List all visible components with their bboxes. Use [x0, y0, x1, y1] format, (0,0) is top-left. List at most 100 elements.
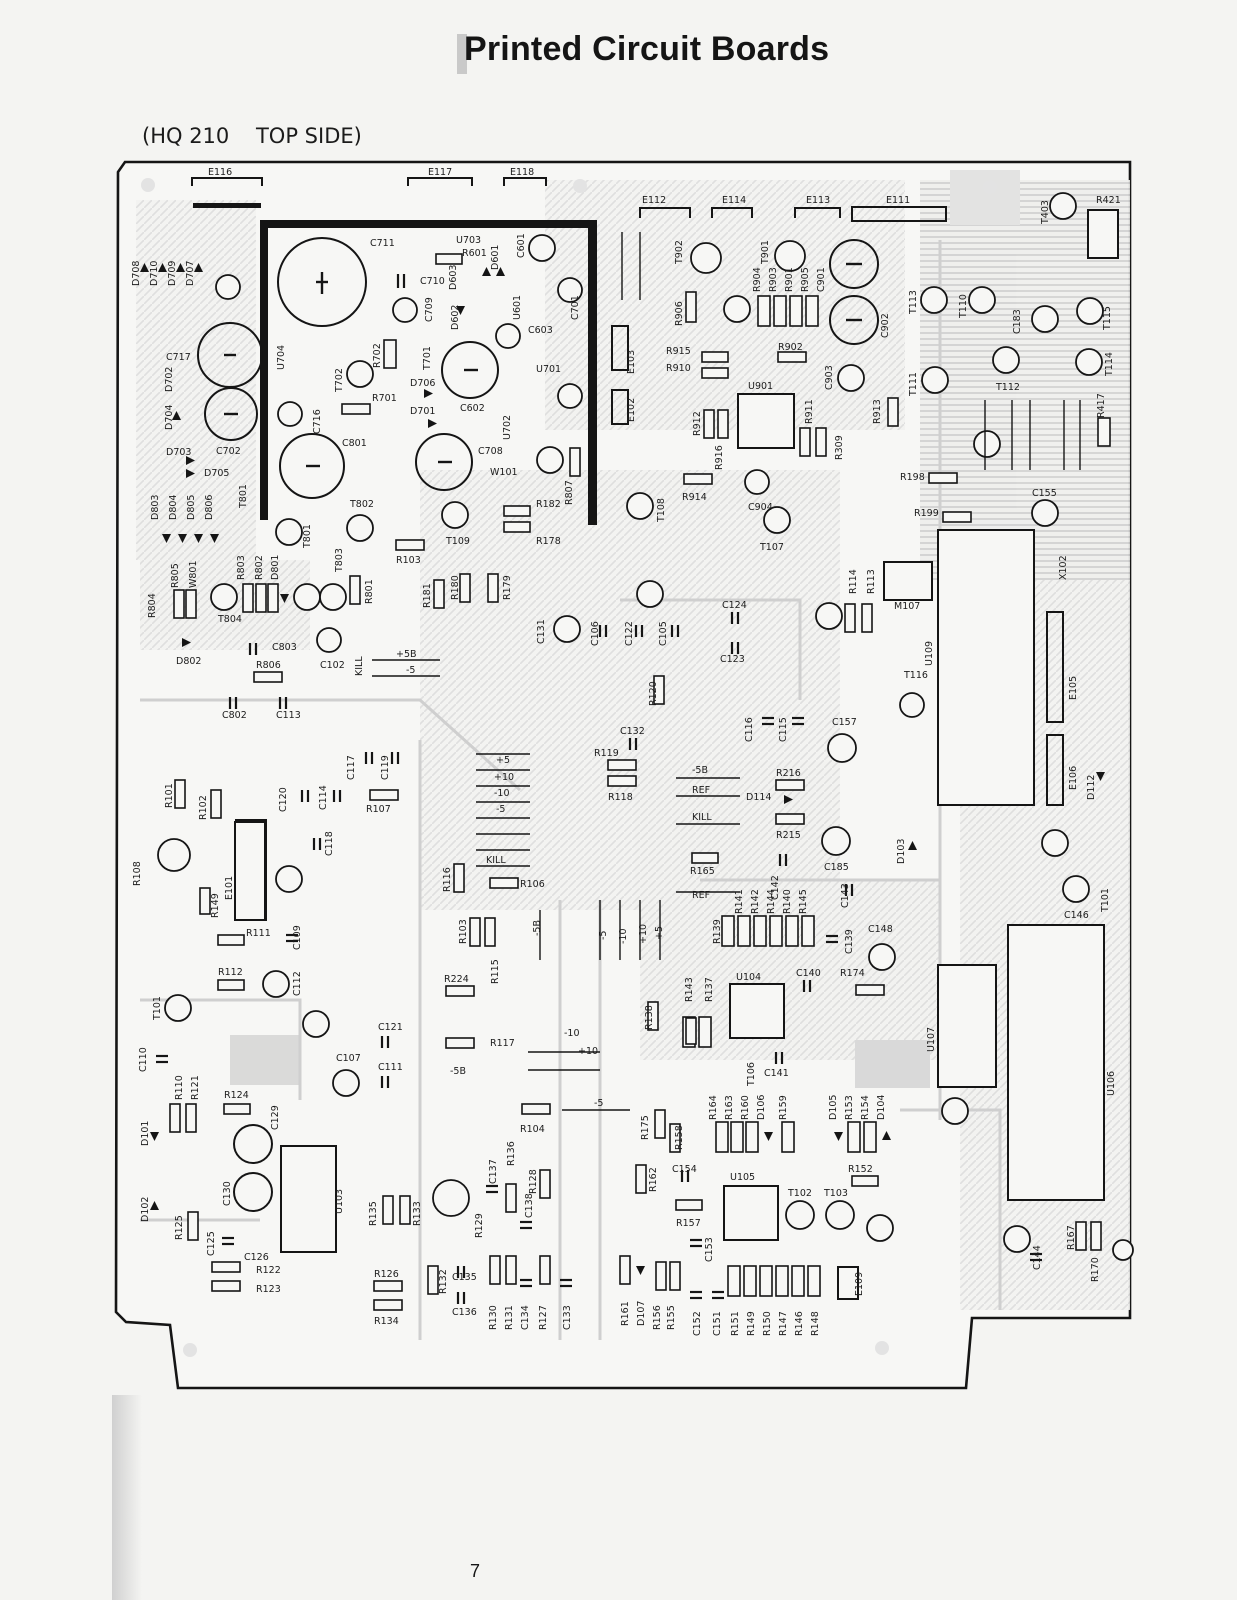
svg-text:R158: R158 [674, 1125, 685, 1150]
svg-text:R124: R124 [224, 1090, 249, 1101]
svg-text:R175: R175 [640, 1115, 651, 1140]
svg-text:R130: R130 [488, 1305, 499, 1330]
svg-text:C153: C153 [704, 1237, 715, 1262]
svg-text:R131: R131 [504, 1305, 515, 1330]
round-components [157, 192, 1134, 1261]
svg-text:R150: R150 [762, 1311, 773, 1336]
svg-text:-5B: -5B [692, 765, 708, 776]
svg-text:C155: C155 [1032, 488, 1057, 499]
svg-text:E116: E116 [208, 167, 232, 178]
svg-text:R128: R128 [528, 1169, 539, 1194]
svg-text:C111: C111 [378, 1062, 403, 1073]
svg-text:R163: R163 [724, 1095, 735, 1120]
svg-text:R179: R179 [502, 575, 513, 600]
svg-text:R118: R118 [608, 792, 633, 803]
svg-text:T110: T110 [958, 294, 969, 319]
svg-text:R181: R181 [422, 583, 433, 608]
svg-text:R149: R149 [210, 893, 221, 918]
svg-text:R180: R180 [450, 575, 461, 600]
svg-text:R104: R104 [520, 1124, 545, 1135]
svg-text:D805: D805 [186, 495, 197, 520]
svg-text:R129: R129 [474, 1213, 485, 1238]
svg-text:R601: R601 [462, 248, 487, 259]
svg-text:R901: R901 [784, 267, 795, 292]
svg-text:C137: C137 [488, 1159, 499, 1184]
svg-text:R142: R142 [750, 889, 761, 914]
svg-text:R117: R117 [490, 1038, 515, 1049]
svg-text:C109: C109 [292, 925, 303, 950]
svg-text:R135: R135 [368, 1201, 379, 1226]
svg-text:D103: D103 [896, 839, 907, 864]
svg-text:R123: R123 [256, 1284, 281, 1295]
svg-text:E101: E101 [224, 876, 235, 900]
svg-text:R125: R125 [174, 1215, 185, 1240]
svg-text:C711: C711 [370, 238, 395, 249]
svg-text:T804: T804 [217, 614, 242, 625]
svg-text:R309: R309 [834, 435, 845, 460]
svg-text:T115: T115 [1102, 306, 1113, 331]
svg-text:C120: C120 [278, 787, 289, 812]
svg-text:T101: T101 [152, 996, 163, 1021]
svg-text:E103: E103 [626, 350, 637, 374]
svg-text:R156: R156 [652, 1305, 663, 1330]
svg-text:T702: T702 [334, 368, 345, 393]
svg-text:C708: C708 [478, 446, 503, 457]
svg-text:R159: R159 [778, 1095, 789, 1120]
svg-text:C125: C125 [206, 1231, 217, 1256]
scan-shadow [112, 1395, 142, 1600]
svg-text:R132: R132 [438, 1269, 449, 1294]
svg-text:C139: C139 [844, 929, 855, 954]
svg-text:R106: R106 [520, 879, 545, 890]
svg-text:-5B: -5B [450, 1066, 466, 1077]
svg-text:-5B: -5B [532, 920, 543, 936]
svg-text:T114: T114 [1104, 352, 1115, 377]
small-capacitors [156, 274, 1042, 1304]
svg-text:R151: R151 [730, 1311, 741, 1336]
svg-text:C140: C140 [796, 968, 821, 979]
svg-text:D705: D705 [204, 468, 229, 479]
resistors [169, 253, 1111, 1311]
svg-text:D114: D114 [746, 792, 771, 803]
board-subtitle: (HQ 210 TOP SIDE) [142, 124, 362, 148]
svg-text:T902: T902 [674, 240, 685, 265]
svg-text:R421: R421 [1096, 195, 1121, 206]
svg-text:+10: +10 [494, 772, 514, 783]
svg-text:C157: C157 [832, 717, 857, 728]
svg-text:D102: D102 [140, 1197, 151, 1222]
svg-text:R140: R140 [782, 889, 793, 914]
svg-text:U703: U703 [456, 235, 481, 246]
svg-text:C122: C122 [624, 621, 635, 646]
svg-text:C709: C709 [424, 297, 435, 322]
svg-text:-5: -5 [594, 1098, 603, 1109]
svg-text:D112: D112 [1086, 775, 1097, 800]
svg-text:D704: D704 [164, 405, 175, 430]
svg-text:D707: D707 [185, 261, 196, 286]
svg-text:E106: E106 [1068, 766, 1079, 790]
svg-text:R110: R110 [174, 1075, 185, 1100]
svg-text:R108: R108 [132, 861, 143, 886]
svg-text:R417: R417 [1096, 393, 1107, 418]
svg-text:R154: R154 [860, 1095, 871, 1120]
svg-text:C601: C601 [516, 233, 527, 258]
svg-text:R216: R216 [776, 768, 801, 779]
svg-text:R904: R904 [752, 267, 763, 292]
svg-text:-5: -5 [598, 931, 609, 940]
svg-text:KILL: KILL [692, 812, 712, 823]
svg-text:C716: C716 [312, 409, 323, 434]
svg-text:D703: D703 [166, 447, 191, 458]
svg-text:U107: U107 [926, 1027, 937, 1052]
svg-text:R902: R902 [778, 342, 803, 353]
svg-text:U104: U104 [736, 972, 761, 983]
svg-text:D701: D701 [410, 406, 435, 417]
copper-areas [136, 170, 1130, 1310]
svg-text:-10: -10 [564, 1028, 580, 1039]
svg-text:R138: R138 [644, 1005, 655, 1030]
svg-text:T113: T113 [908, 290, 919, 315]
svg-text:R182: R182 [536, 499, 561, 510]
svg-text:D708: D708 [131, 261, 142, 286]
svg-text:C112: C112 [292, 971, 303, 996]
svg-text:R170: R170 [1090, 1257, 1101, 1282]
cap-symbols [224, 262, 862, 468]
svg-text:C133: C133 [562, 1305, 573, 1330]
